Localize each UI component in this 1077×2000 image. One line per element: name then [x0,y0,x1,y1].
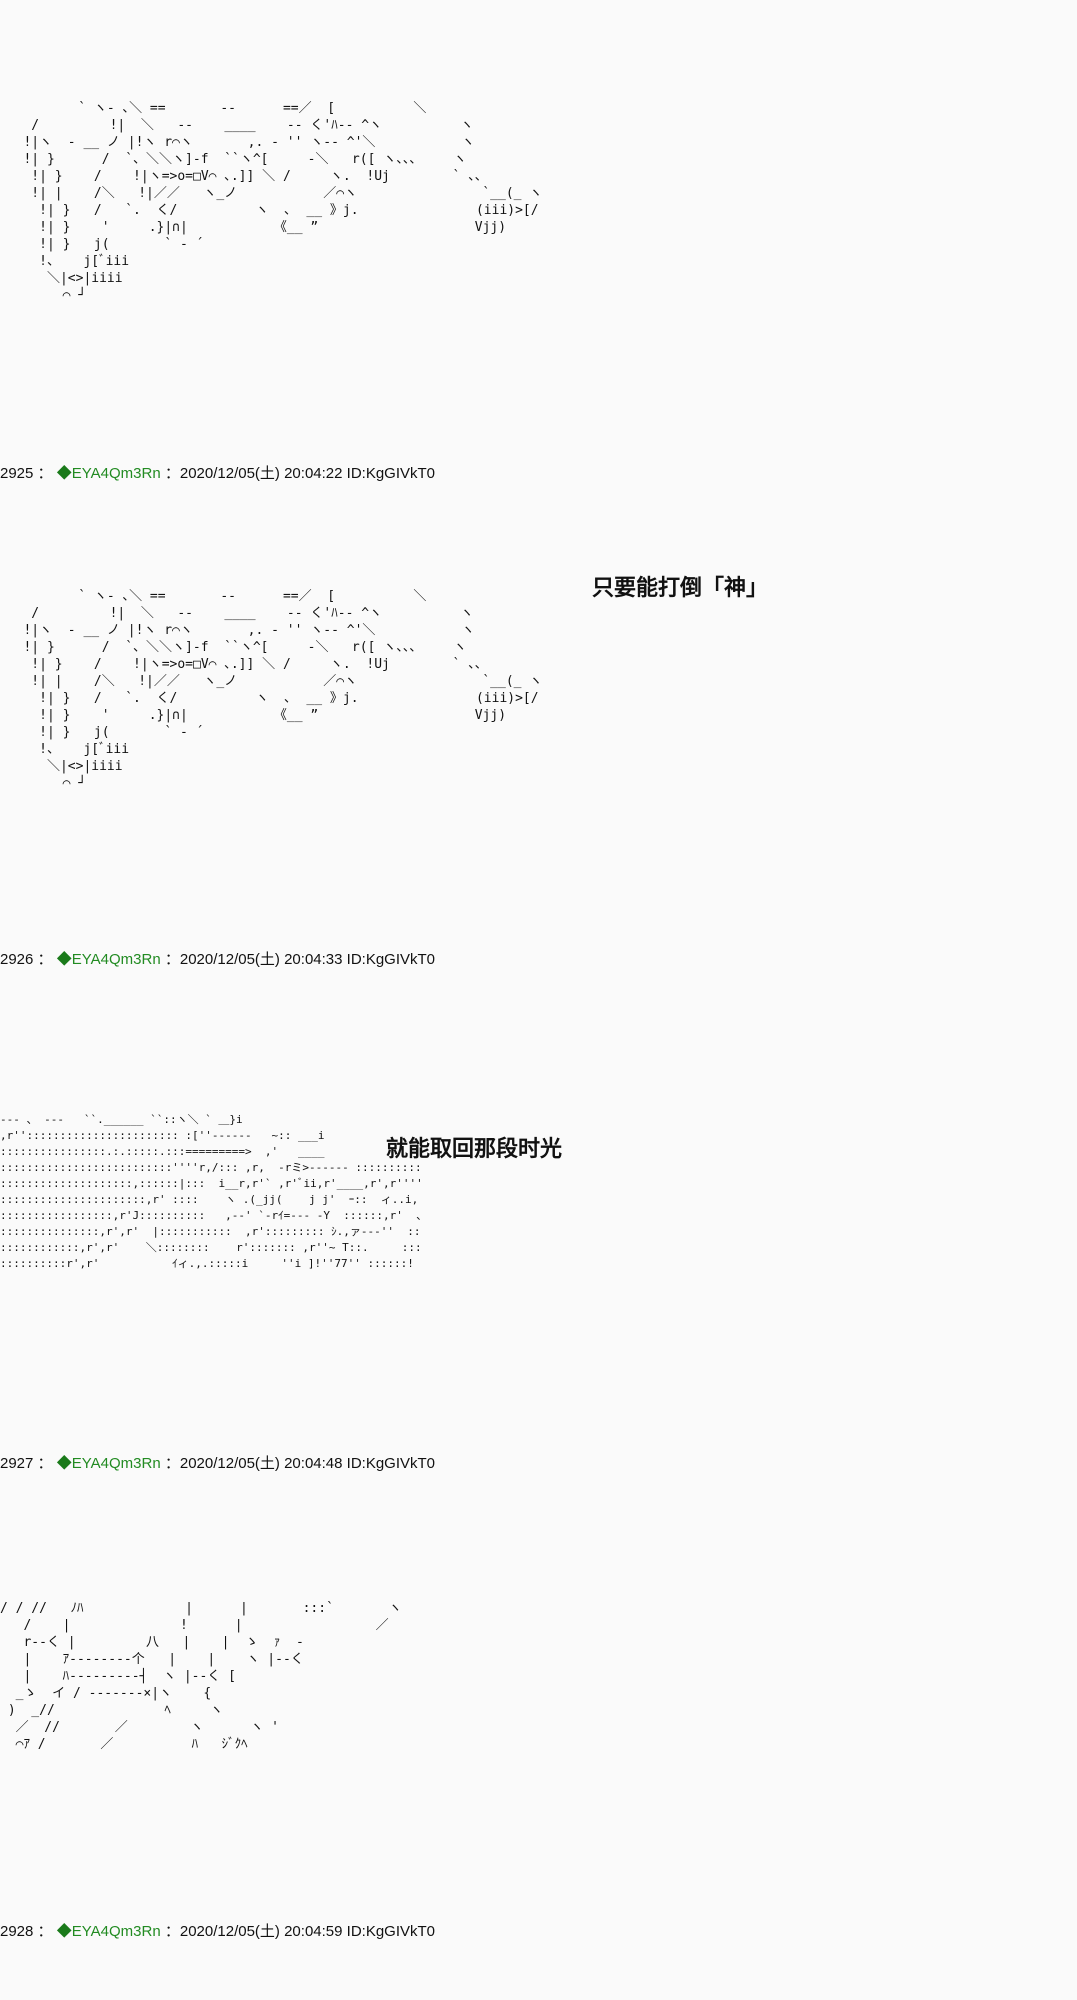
post-number: 2926 [0,951,34,968]
post-header-2926: 2926 ： ◆EYA4Qm3Rn ：2020/12/05(土) 20:04:3… [0,951,435,969]
post-header-2928: 2928 ： ◆EYA4Qm3Rn ：2020/12/05(土) 20:04:5… [0,1923,435,1941]
post-number: 2928 [0,1923,34,1940]
poster-trip[interactable]: EYA4Qm3Rn [71,1923,161,1940]
poster-trip[interactable]: EYA4Qm3Rn [71,465,161,482]
post-separator: ： [37,951,53,968]
post-separator: ： [37,1923,53,1940]
post-separator: ： [37,465,53,482]
trip-diamond-icon: ◆ [56,1455,72,1472]
ascii-art-1: ` ヽ- ､＼ == -- ==／ [ ＼ / !| ＼ -- ____ -- … [23,101,543,303]
post-header-2925: 2925 ： ◆EYA4Qm3Rn ：2020/12/05(土) 20:04:2… [0,465,435,483]
post-id[interactable]: ID:KgGIVkT0 [346,1923,436,1940]
post-header-2927: 2927 ： ◆EYA4Qm3Rn ：2020/12/05(土) 20:04:4… [0,1455,435,1473]
poster-trip[interactable]: EYA4Qm3Rn [71,951,161,968]
post-id[interactable]: ID:KgGIVkT0 [346,465,436,482]
post-number: 2925 [0,465,34,482]
caption-2925: 只要能打倒「神」 [592,576,769,601]
trip-diamond-icon: ◆ [56,951,72,968]
post-date: ：2020/12/05(土) 20:04:48 [164,1455,343,1472]
post-number: 2927 [0,1455,34,1472]
post-date: ：2020/12/05(土) 20:04:22 [164,465,343,482]
post-date: ：2020/12/05(土) 20:04:33 [164,951,343,968]
post-separator: ： [37,1455,53,1472]
post-id[interactable]: ID:KgGIVkT0 [346,951,436,968]
ascii-art-4: / / // ﾉﾊ | | :::` ヽ / | ! | ／ r--く | 八 … [0,1601,400,1752]
caption-2926: 就能取回那段时光 [386,1137,563,1162]
post-id[interactable]: ID:KgGIVkT0 [346,1455,436,1472]
post-date: ：2020/12/05(土) 20:04:59 [164,1923,343,1940]
trip-diamond-icon: ◆ [56,1923,72,1940]
ascii-art-2: ` ヽ- ､＼ == -- ==／ [ ＼ / !| ＼ -- ____ -- … [23,589,543,791]
trip-diamond-icon: ◆ [56,465,72,482]
poster-trip[interactable]: EYA4Qm3Rn [71,1455,161,1472]
ascii-art-3: --- 、 --- ``.______ ``::ヽ＼ ` ＿}i ,r'':::… [0,1113,420,1270]
